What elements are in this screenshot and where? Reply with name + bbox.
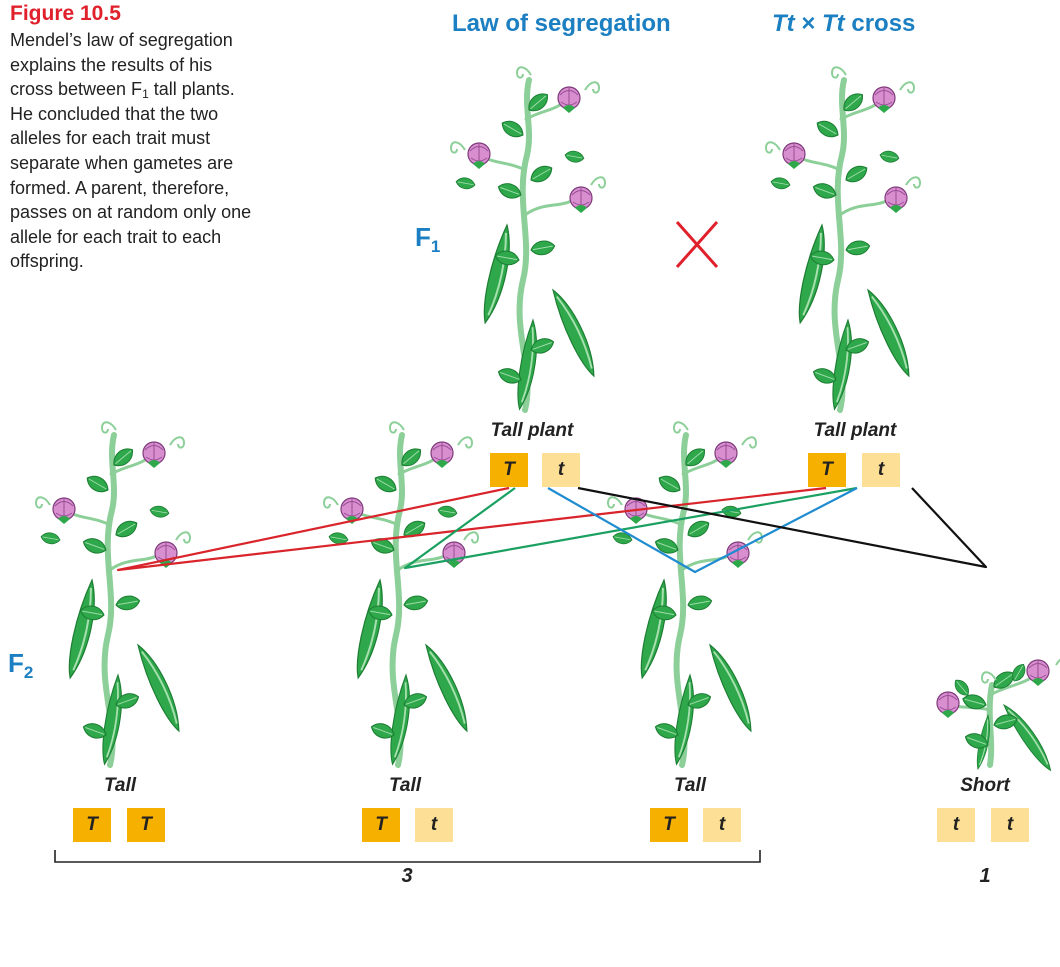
- segregation-line-blue: [547, 487, 858, 574]
- caption-line: separate when gametes are: [10, 152, 234, 173]
- caption-line: alleles for each trait must: [10, 128, 211, 149]
- segregation-line-green: [403, 486, 858, 570]
- cross-heading: Tt × Tt cross: [772, 10, 916, 37]
- caption-subscript: 1: [142, 87, 149, 102]
- pea-plant-icon: [608, 422, 763, 765]
- caption-line: allele for each trait to each: [10, 226, 222, 247]
- caption-line: Mendel’s law of segregation: [10, 30, 233, 50]
- ratio-bracket: [54, 850, 761, 863]
- offspring-label: Tall: [388, 775, 422, 796]
- caption-line: explains the results of his: [10, 54, 213, 75]
- allele-box-dominant: T: [127, 808, 165, 842]
- allele-box-recessive: t: [937, 808, 975, 842]
- allele-box-recessive: t: [991, 808, 1029, 842]
- parent-label: Tall plant: [490, 420, 574, 441]
- figure-title: Figure 10.5: [10, 2, 121, 25]
- allele-box-dominant: T: [73, 808, 111, 842]
- pea-plant-icon: [451, 67, 606, 410]
- caption-line: passes on at random only one: [10, 202, 252, 223]
- allele-box-recessive: t: [542, 453, 580, 487]
- f2-label: F2: [8, 648, 34, 682]
- f1-label: F1: [415, 222, 441, 256]
- offspring-label: Tall: [103, 775, 137, 796]
- caption-line: offspring.: [10, 251, 84, 272]
- offspring-label: Tall: [673, 775, 707, 796]
- caption-line: He concluded that the two: [10, 103, 219, 124]
- segregation-line-black: [577, 486, 988, 569]
- allele-box-dominant: T: [490, 453, 528, 487]
- allele-box-dominant: T: [362, 808, 400, 842]
- allele-box-dominant: T: [650, 808, 688, 842]
- figure-caption: Mendel’s law of segregation explains the…: [10, 28, 340, 274]
- pea-plant-icon: [36, 422, 191, 765]
- pea-plant-icon: [937, 657, 1060, 772]
- ratio-tall: 3: [401, 865, 413, 887]
- law-heading: Law of segregation: [452, 10, 671, 37]
- parent-label: Tall plant: [813, 420, 897, 441]
- caption-line: cross between F1 tall plants.: [10, 79, 235, 102]
- ratio-short: 1: [979, 865, 991, 887]
- pea-plant-icon: [766, 67, 921, 410]
- allele-box-recessive: t: [415, 808, 453, 842]
- allele-box-recessive: t: [703, 808, 741, 842]
- segregation-line-red: [116, 486, 827, 572]
- allele-box-recessive: t: [862, 453, 900, 487]
- caption-line: formed. A parent, therefore,: [10, 177, 230, 198]
- cross-x-icon: [675, 221, 719, 268]
- allele-box-dominant: T: [808, 453, 846, 487]
- pea-plant-icon: [324, 422, 479, 765]
- offspring-label: Short: [960, 775, 1010, 796]
